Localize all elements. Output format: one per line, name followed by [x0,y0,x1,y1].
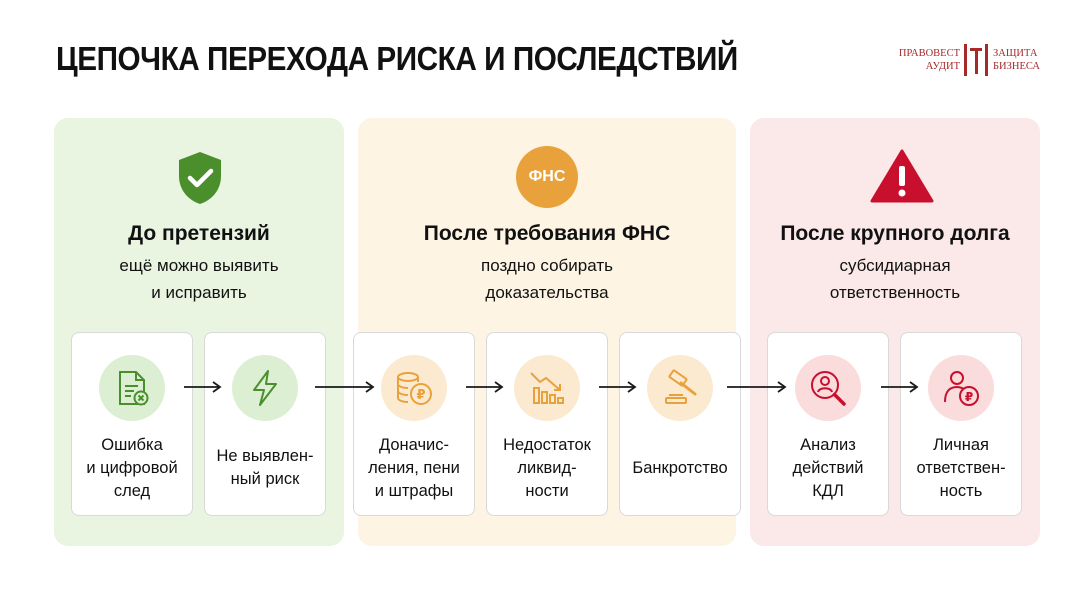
page-title: ЦЕПОЧКА ПЕРЕХОДА РИСКА И ПОСЛЕДСТВИЙ [56,40,738,77]
person-search-icon [811,371,846,406]
arrow-right-icon [727,381,787,393]
phase-title-3: После крупного долга [780,222,1010,245]
step-card-digital-error: Ошибка и цифровой след [71,332,193,516]
step-label: Анализ действий КДЛ [792,435,864,500]
step-card-undetected-risk: Не выявлен- ный риск [204,332,326,516]
phase-subtitle-3: субсидиарная ответственность [829,256,961,302]
phase-title-2: После требования ФНС [423,222,671,245]
fns-badge-icon: ФНС [516,146,578,208]
gavel-icon [665,369,697,404]
phase-subtitle-1: ещё можно выявить и исправить [119,256,279,302]
person-ruble-icon: ₽ [944,371,979,406]
arrow-right-icon [315,381,375,393]
svg-text:₽: ₽ [416,388,425,403]
step-label: Личная ответствен- ность [916,435,1006,500]
coins-ruble-icon: ₽ [397,372,432,405]
arrow-right-icon [184,381,222,393]
step-label: Доначис- ления, пени и штрафы [368,435,460,500]
arrow-right-icon [881,381,919,393]
phase-title-1: До претензий [128,222,270,245]
phase-subtitle-2: поздно собирать доказательства [481,256,613,302]
step-card-personal-liability: ₽ Личная ответствен- ность [900,332,1022,516]
shield-check-icon [175,150,225,211]
declining-chart-icon [530,372,564,404]
fns-badge-text: ФНС [528,168,566,185]
step-label: Банкротство [632,458,728,477]
logo-text-right-2: БИЗНЕСА [993,61,1040,72]
document-error-icon [119,371,149,406]
arrow-right-icon [599,381,637,393]
step-card-kdl-analysis: Анализ действий КДЛ [767,332,889,516]
step-card-bankruptcy: Банкротство [619,332,741,516]
svg-text:₽: ₽ [965,390,973,404]
arrow-right-icon [466,381,504,393]
warning-triangle-icon [870,148,934,209]
step-card-liquidity-shortage: Недостаток ликвид- ности [486,332,608,516]
logo-text-right-1: ЗАЩИТА [993,48,1038,59]
logo-text-left-1: ПРАВОВЕСТ [898,48,960,59]
logo-text-left-2: АУДИТ [925,61,960,72]
step-label: Недостаток ликвид- ности [503,435,591,500]
logo-mark-icon [964,44,988,76]
company-logo: ПРАВОВЕСТ АУДИТ ЗАЩИТА БИЗНЕСА [898,44,1044,78]
step-label: Не выявлен- ный риск [216,447,314,488]
lightning-icon [253,370,277,406]
step-card-additional-charges: ₽ Доначис- ления, пени и штрафы [353,332,475,516]
step-label: Ошибка и цифровой след [86,435,178,500]
